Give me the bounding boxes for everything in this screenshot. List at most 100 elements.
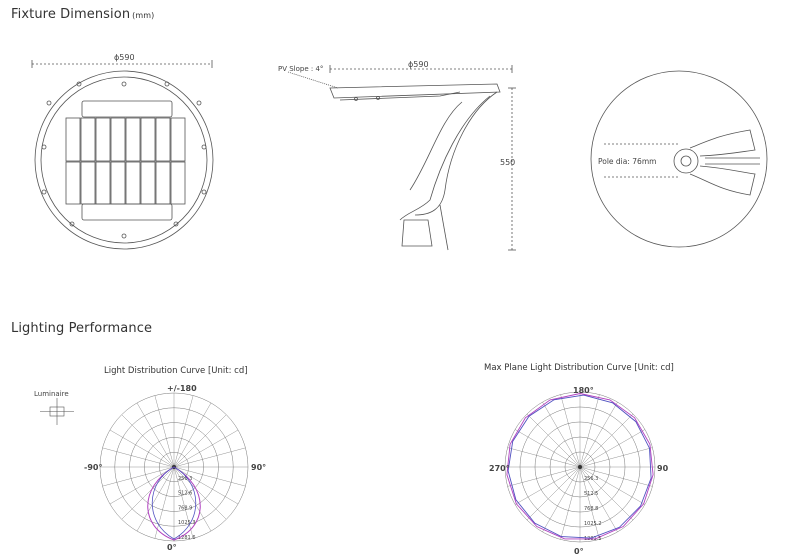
curve1-plane-b — [151, 466, 197, 540]
curve1-ring-label-1: 256.3 — [178, 476, 192, 482]
curve2-spoke — [526, 413, 581, 468]
top-panel-strip — [81, 100, 173, 118]
polar-chart-1: 256.3 512.6 768.9 1025.3 1281.6 — [99, 392, 249, 542]
curve1-ring-label-4: 1025.3 — [178, 520, 196, 526]
curve1-right-label: 90° — [251, 463, 266, 472]
arm-ridge — [409, 101, 463, 191]
luminaire-label: Luminaire — [34, 390, 69, 398]
curve2-bottom-label: 0° — [574, 547, 584, 556]
curve1-spoke — [136, 466, 175, 532]
curve2-ring-label-2: 512.5 — [584, 491, 598, 497]
curve2-title: Max Plane Light Distribution Curve [Unit… — [484, 363, 674, 373]
curve1-spoke — [154, 466, 175, 539]
curve2-spoke — [579, 466, 646, 505]
curve1-spoke — [102, 447, 175, 468]
curve2-spoke — [579, 394, 600, 468]
top-view-diameter: ϕ590 — [114, 53, 135, 62]
curve1-top-label: +/-180 — [167, 384, 197, 393]
curve1-spoke — [121, 414, 175, 468]
curve2-plane-b — [507, 394, 652, 539]
curve2-plane-a — [506, 393, 654, 540]
pole-center — [680, 155, 692, 167]
curve1-spoke — [154, 395, 175, 468]
curve1-spoke — [173, 402, 212, 468]
curve2-spoke — [560, 466, 581, 540]
luminaire-icon — [40, 398, 74, 425]
curve2-spoke — [579, 413, 634, 468]
curve2-spoke — [579, 466, 600, 540]
curve1-plane-a — [147, 466, 201, 541]
pv-slope-label: PV Slope : 4° — [278, 65, 323, 73]
curve1-spoke — [102, 466, 175, 487]
fixture-dimension-heading: Fixture Dimension — [11, 7, 131, 22]
curve1-spoke — [173, 466, 194, 539]
curve2-spoke — [579, 466, 634, 521]
curve1-spoke — [173, 447, 246, 468]
curve2-spoke — [579, 466, 653, 487]
curve1-ring-label-2: 512.6 — [178, 491, 192, 497]
curve1-title: Light Distribution Curve [Unit: cd] — [104, 366, 248, 376]
bottom-view — [590, 70, 768, 248]
curve2-spoke — [579, 429, 646, 468]
curve2-spoke — [507, 466, 581, 487]
curve2-left-label: 270° — [489, 464, 510, 473]
curve2-top-label: 180° — [573, 386, 594, 395]
panel-underside — [339, 91, 461, 101]
curve2-ring-label-3: 768.8 — [584, 506, 598, 512]
curve2-spoke — [507, 447, 581, 468]
curve1-ring-label-5: 1281.6 — [178, 535, 196, 541]
curve2-spoke — [542, 401, 581, 468]
curve2-spoke — [579, 466, 618, 533]
side-view-diameter: ϕ590 — [408, 60, 429, 69]
curve1-spoke — [173, 429, 239, 468]
curve2-right-label: 90 — [657, 464, 669, 473]
curve2-ring-label-1: 256.3 — [584, 476, 598, 482]
arm-inner — [399, 95, 491, 221]
arm-outer — [414, 91, 498, 216]
curve1-spoke — [173, 466, 246, 487]
mounting-holes — [41, 81, 207, 239]
unit-label: (mm) — [132, 11, 155, 20]
top-view-outer-circle — [34, 70, 214, 250]
curve1-spoke — [173, 414, 227, 468]
curve1-spoke — [109, 466, 175, 505]
curve1-spoke — [173, 466, 239, 505]
curve2-spoke — [542, 466, 581, 533]
curve1-spoke — [173, 466, 227, 520]
side-panel — [329, 83, 501, 99]
curve1-spoke — [136, 402, 175, 468]
curve1-spoke — [173, 395, 194, 468]
bracket-lower — [689, 165, 756, 196]
top-view-inner-circle — [40, 76, 208, 244]
curve2-spoke — [579, 447, 653, 468]
curve2-spoke — [579, 401, 618, 468]
solar-panel-grid — [65, 117, 186, 205]
curve2-spoke — [526, 466, 581, 521]
curve1-spoke — [173, 466, 212, 532]
top-view — [31, 60, 214, 250]
curve2-spoke — [560, 394, 581, 468]
bracket-fins — [705, 157, 760, 165]
pole-sleeve — [401, 219, 433, 247]
arm-tail — [439, 204, 449, 251]
curve2-spoke — [514, 429, 581, 468]
bracket-upper — [689, 129, 756, 157]
pole-ring — [673, 148, 699, 174]
curve1-spoke — [109, 429, 175, 468]
height-label: 550 — [500, 158, 515, 167]
curve2-ring-label-4: 1025.2 — [584, 521, 602, 527]
curve1-bottom-label: 0° — [167, 543, 177, 552]
lighting-performance-title: Lighting Performance — [11, 321, 153, 336]
curve2-spoke — [514, 466, 581, 505]
side-view — [287, 65, 516, 251]
curve1-ring-label-3: 768.9 — [178, 505, 192, 511]
bottom-view-circle — [590, 70, 768, 248]
curve1-left-label: -90° — [84, 463, 102, 472]
curve2-center — [578, 465, 582, 469]
pole-dia-label: Pole dia: 76mm — [598, 157, 656, 166]
curve1-spoke — [121, 466, 175, 520]
fixture-dimension-title: Fixture Dimension(mm) — [11, 7, 154, 22]
